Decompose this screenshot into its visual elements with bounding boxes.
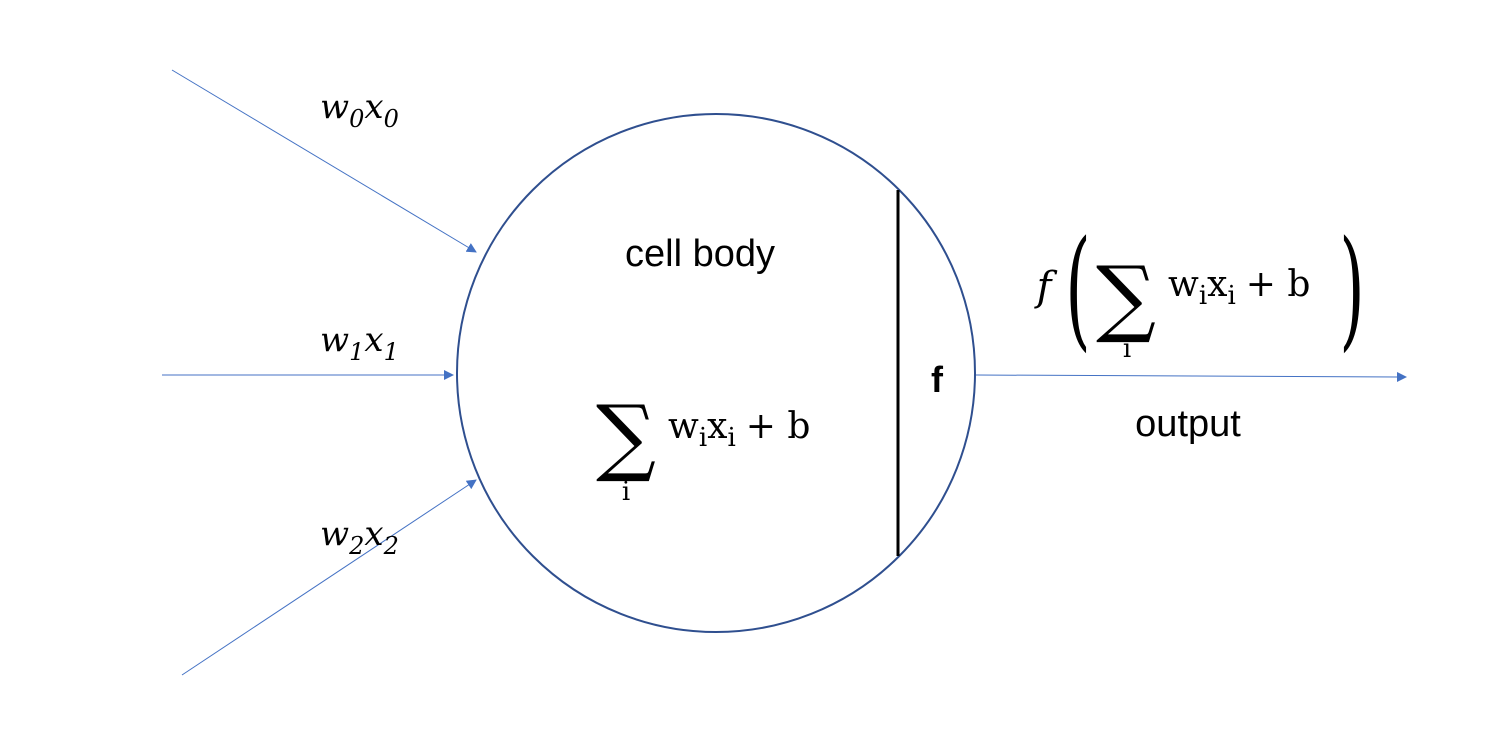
cell-body-label: cell body [625,233,775,275]
cell-sum-index: i [622,477,630,507]
cell-sum-term: wixi+ b [668,406,810,453]
input-label-1: w1x1 [320,320,399,366]
output-label: output [1135,403,1241,445]
output-open-paren: ( [1065,214,1090,365]
input-label-0: w0x0 [320,87,399,133]
input-arrow-0 [171,69,477,253]
output-arrow [975,371,1407,382]
cell-sum-symbol: ∑ [596,387,656,485]
input-label-2: w2x2 [320,514,399,560]
cell-body-circle [456,113,976,633]
input-arrow-2 [181,479,477,676]
output-sum-index: i [1123,334,1131,364]
output-sum-symbol: ∑ [1096,248,1156,346]
output-close-paren: ) [1339,214,1364,365]
output-sum-term: wixi+ b [1168,264,1310,311]
output-func-symbol: f [1034,264,1058,310]
activation-label: f [931,359,944,400]
